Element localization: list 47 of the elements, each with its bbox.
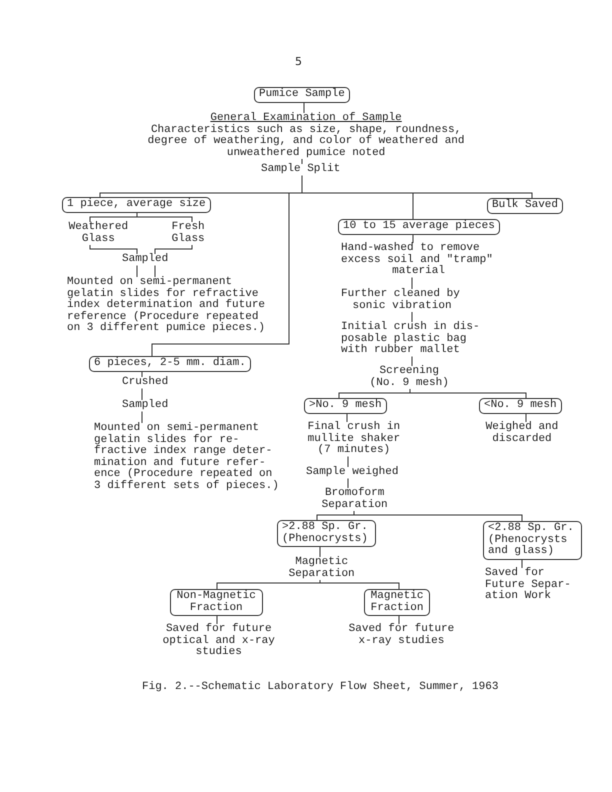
connector-line — [90, 244, 138, 254]
step-text: Sampled — [122, 400, 168, 412]
connector-line — [354, 510, 522, 522]
step-text: Final crush in mullite shaker (7 minutes) — [306, 422, 402, 456]
connector-line — [136, 265, 138, 278]
connector-line — [216, 616, 218, 624]
step-text: Further cleaned by sonic vibration — [341, 289, 464, 312]
process-box: 1 piece, average size — [62, 197, 211, 212]
process-box: Non-Magnetic Fraction — [170, 589, 262, 616]
step-text: Magnetic Separation — [287, 557, 356, 580]
process-box: Bulk Saved — [487, 198, 564, 214]
step-text: Sample Split — [261, 164, 340, 176]
process-box: >2.88 Sp. Gr. (Phenocrysts) — [277, 520, 376, 547]
step-text: Mounted on semi-permanent gelatin slides for refractive index determination and future reference (Procedure repeated on 3 different pumice pieces.) — [67, 277, 268, 334]
step-text: Weathered Glass — [67, 222, 130, 245]
process-box: 10 to 15 average pieces — [338, 219, 500, 234]
process-box: Pumice Sample — [254, 87, 350, 102]
process-box: Magnetic Fraction — [364, 589, 430, 616]
step-text: Fresh Glass — [170, 222, 206, 245]
step-text: Hand-washed to remove excess soil and "tramp" material — [341, 243, 496, 278]
step-text: Screening (No. 9 mesh) — [368, 366, 450, 389]
figure-caption: Fig. 2.--Schematic Laboratory Flow Sheet, Summer, 1963 — [142, 682, 498, 694]
step-text: Saved for future x-ray studies — [347, 624, 456, 647]
step-text: Weighed and discarded — [484, 422, 560, 445]
process-box: 6 pieces, 2-5 mm. diam. — [89, 356, 251, 372]
process-box: <No. 9 mesh — [479, 398, 562, 414]
step-text: Bromoform Separation — [320, 488, 390, 511]
step-text: Saved for future optical and x-ray studies — [161, 624, 277, 658]
description-text: Characteristics such as size, shape, roundness, degree of weathering, and color of weathered and unweathered pumice noted — [146, 124, 466, 159]
connector-line — [154, 265, 156, 278]
step-text: Sample weighed — [306, 467, 398, 478]
process-box: >No. 9 mesh — [304, 398, 387, 414]
step-text: Crushed — [122, 377, 168, 388]
step-text: Mounted on semi-permanent gelatin slides for re- fractive index range deter- mination and future refer- ence (Procedure repeated on 3 different sets of pieces.) — [94, 423, 282, 492]
page-number: 5 — [295, 56, 302, 68]
connector-line — [398, 616, 400, 624]
connector-line — [154, 244, 192, 254]
connector-line — [136, 212, 192, 222]
step-text: Sampled — [122, 254, 168, 266]
process-box: <2.88 Sp. Gr. (Phenocrysts and glass) — [483, 521, 582, 560]
step-text: Saved for Future Separ- ation Work — [485, 568, 574, 602]
connector-line — [302, 175, 532, 198]
section-heading: General Examination of Sample — [210, 113, 402, 124]
connector-line — [346, 413, 348, 422]
connector-line — [216, 580, 320, 590]
connector-line — [320, 580, 400, 590]
step-text: Initial crush in dis- posable plastic bag with rubber mallet — [341, 322, 483, 356]
